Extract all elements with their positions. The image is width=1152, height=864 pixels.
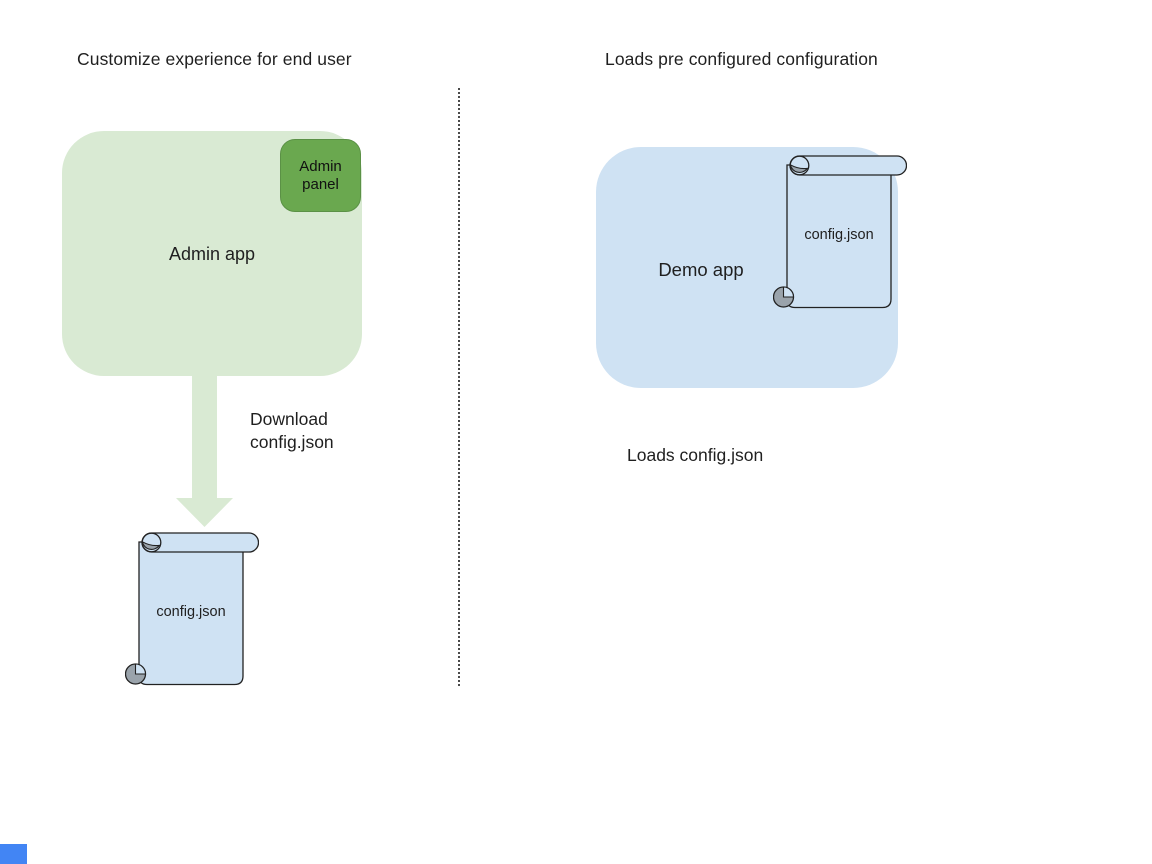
- right-panel-title: Loads pre configured configuration: [605, 49, 878, 69]
- config-file-scroll-icon: [773, 155, 907, 309]
- admin-panel-label: Admin panel: [299, 157, 342, 193]
- download-arrow-shape: [176, 376, 233, 527]
- panel-divider: [458, 88, 460, 688]
- loads-caption: Loads config.json: [627, 445, 764, 465]
- demo-app-label: Demo app: [658, 259, 744, 280]
- left-panel-title: Customize experience for end user: [77, 49, 352, 69]
- config-file-scroll-icon: [125, 532, 259, 686]
- admin-panel-box: Admin panel: [280, 139, 361, 212]
- right-config-file-label: config.json: [804, 227, 874, 243]
- download-caption: Download config.json: [250, 409, 334, 452]
- left-config-file-label: config.json: [156, 604, 226, 620]
- blue-marker: [0, 844, 27, 864]
- admin-app-label: Admin app: [168, 244, 256, 264]
